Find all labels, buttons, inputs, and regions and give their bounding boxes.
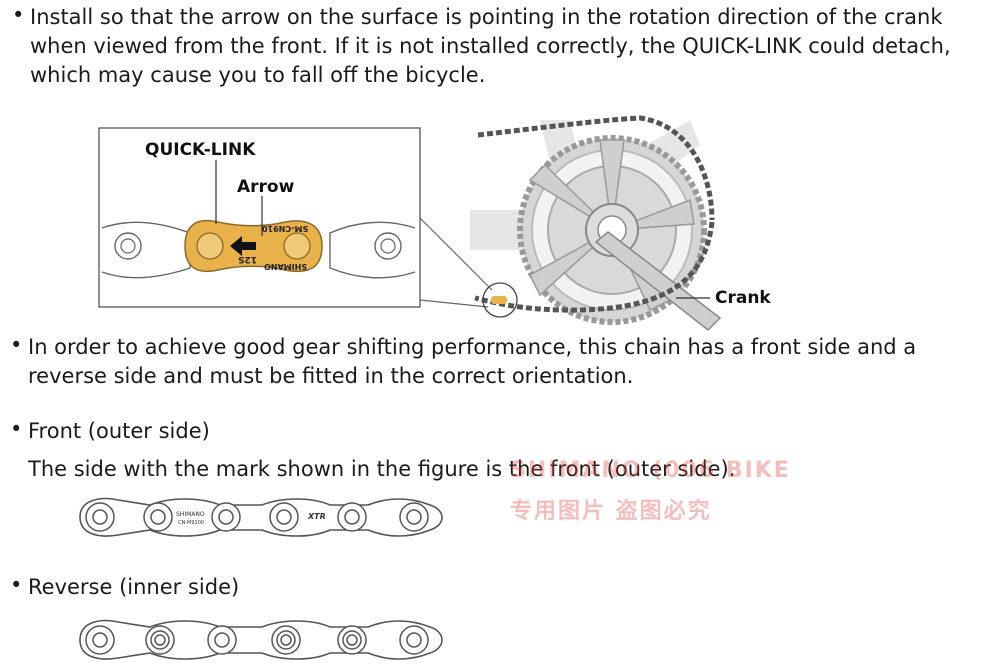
crank-label: Crank <box>715 288 771 308</box>
quicklink-label: QUICK-LINK <box>145 140 256 160</box>
arrow-label: Arrow <box>237 177 295 197</box>
bullet-dot: • <box>10 573 23 597</box>
bullet-dot: • <box>10 417 23 441</box>
front-heading: Front (outer side) <box>28 419 210 443</box>
install-instruction: Install so that the arrow on the surface… <box>30 3 995 90</box>
watermark-line-2: 专用图片 盗图必究 <box>510 499 712 524</box>
install-line-2: when viewed from the front. If it is not… <box>30 34 951 58</box>
front-plate-model: CN-M9100 <box>178 520 205 526</box>
install-line-3: which may cause you to fall off the bicy… <box>30 63 486 87</box>
reverse-heading: Reverse (inner side) <box>28 575 240 599</box>
front-plate-series: XTR <box>308 512 326 521</box>
front-plate-brand: SHIMANO <box>176 511 205 518</box>
front-description: The side with the mark shown in the figu… <box>28 457 736 481</box>
bullet-dot: • <box>10 333 23 357</box>
bullet-dot: • <box>12 3 25 27</box>
direction-arrow-icon <box>230 236 256 256</box>
install-line-1: Install so that the arrow on the surface… <box>30 5 943 29</box>
orientation-instruction: In order to achieve good gear shifting p… <box>28 333 998 391</box>
orientation-line-1: In order to achieve good gear shifting p… <box>28 335 917 359</box>
watermark-line-1: SHIMANO (006 BIKE <box>510 458 791 483</box>
orientation-line-2: reverse side and must be fitted in the c… <box>28 364 634 388</box>
